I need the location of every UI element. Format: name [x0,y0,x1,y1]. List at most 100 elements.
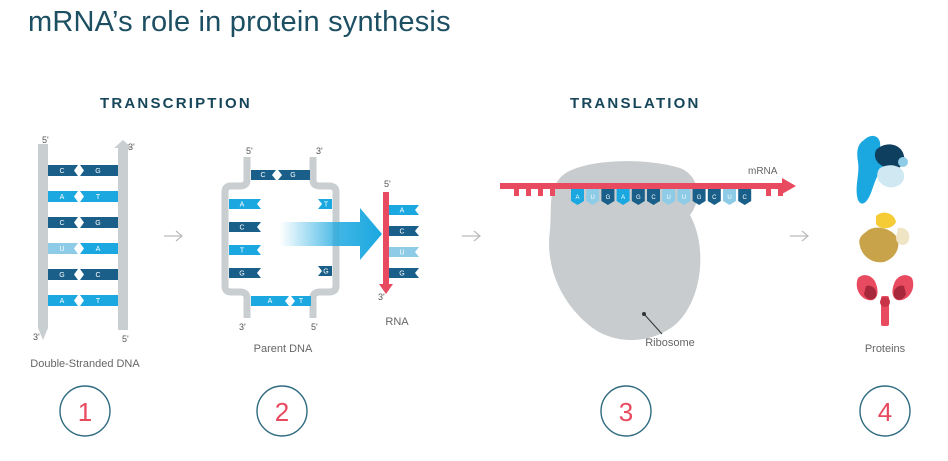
mrna-tooth [538,189,543,196]
s1-left-letter: G [59,272,64,279]
arrow-3-4 [790,230,809,242]
codon-letter: G [606,195,611,201]
protein-red-right-dark [893,285,906,300]
rna-letter: U [399,250,404,257]
s1-prime-top-right: 3' [128,142,135,152]
s2-prime-bottom-left: 3' [239,322,246,332]
rna-letter: G [399,271,404,278]
protein-blue-pale-dot [898,157,908,167]
s1-left-base [48,217,78,228]
s2-top-left-base [251,170,276,180]
s1-left-base [48,243,78,254]
s1-right-base [80,243,118,254]
ribosome [549,161,701,340]
s2-left-letter: G [239,271,244,278]
ribosome-label: Ribosome [645,337,695,349]
s1-left-base [48,191,78,202]
s1-left-letter: A [60,194,65,201]
s1-right-letter: G [95,168,100,175]
codon-base [707,189,721,205]
ribosome-pointer [643,313,663,335]
codon-letter: U [682,195,686,201]
codon-base [723,189,736,205]
mrna-strand [500,183,782,189]
s1-right-base [80,191,118,202]
protein-blue [856,135,908,204]
protein-blue-navy [874,144,905,170]
codon-letter: U [727,195,731,201]
codon-letter: U [591,195,595,201]
codon-letter: C [743,195,748,201]
mrna-teeth [514,189,783,196]
s2-top-left-letter: C [260,172,265,179]
transcription-heading: TRANSCRIPTION [100,95,252,112]
s1-right-base [80,295,118,306]
rna-base [389,247,419,257]
s1-left-base [48,295,78,306]
s2-top-right-letter: G [290,172,295,179]
s1-right-base [80,269,118,280]
mrna-tooth [526,189,531,196]
s1-left-base [48,165,78,176]
dna-right-backbone [118,148,128,330]
step-4-circle [859,385,911,437]
rna-base [389,268,419,278]
codon-base [738,189,752,205]
mrna-tooth [778,189,783,196]
codon-base [631,189,645,205]
s2-top-right-base [278,170,310,180]
codon-base [692,189,706,205]
codon-base [647,189,660,205]
rna-prime-top: 5' [384,179,391,189]
s2-bottom-right-base [291,296,311,306]
mrna-tooth [514,189,519,196]
s1-right-base [80,165,118,176]
codon-base [662,189,676,205]
arrow-2-3 [462,230,481,242]
translation-heading: TRANSLATION [570,95,701,112]
s2-caption: Parent DNA [254,343,313,355]
protein-red-left-dark [864,285,877,300]
s2-left-letter: C [239,225,244,232]
rna-base [389,226,419,236]
mrna-tooth [550,189,555,196]
arrow-1-2 [164,230,183,242]
s1-prime-bottom-left: 3' [33,332,40,342]
s2-left-base [229,199,261,209]
dna-right-arrowhead [114,140,132,148]
rna-caption: RNA [385,316,409,328]
step-2-number: 2 [275,397,289,427]
ribosome-pointer-dot [642,312,646,316]
s2-bottom-right-letter: T [299,298,304,305]
codon-letter: G [636,195,641,201]
s2-right-base [318,199,332,209]
s2-left-base [229,245,261,255]
parent-left-strand [221,157,251,318]
s2-prime-top-left: 5' [246,146,253,156]
rna-arrowhead [379,284,393,294]
rna-prime-bottom: 3' [378,292,385,302]
protein-gold [859,212,910,263]
step-1-circle [59,385,111,437]
protein-gold-top [876,212,896,229]
rna-letter: C [399,229,404,236]
codon-base [571,189,584,205]
s1-right-letter: G [95,220,100,227]
s1-left-base [48,269,78,280]
s1-left-letter: A [60,298,65,305]
s1-left-letter: C [59,168,64,175]
codon-letter: C [712,195,717,201]
s1-right-letter: C [95,272,100,279]
codon-base [677,189,691,205]
step-3-circle [600,385,652,437]
s1-caption: Double-Stranded DNA [30,358,140,370]
mrna-label: mRNA [748,166,778,177]
s2-prime-top-right: 3' [316,146,323,156]
dna-left-backbone [38,144,48,340]
